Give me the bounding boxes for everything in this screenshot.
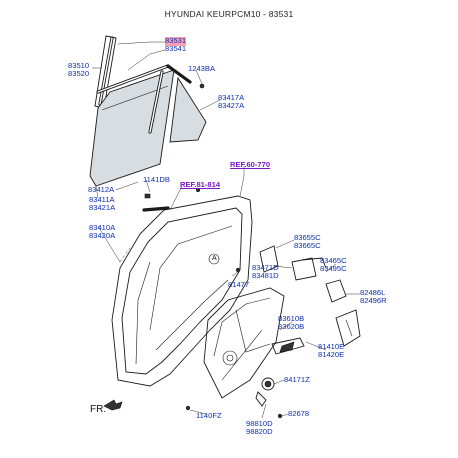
label-83531[interactable]: 83531 [165,36,187,46]
label-83427a[interactable]: 83427A [218,101,245,110]
label-82678[interactable]: 82678 [288,409,310,418]
callout-a-label: A [212,255,217,262]
fasteners [144,187,283,419]
diagram-title: HYUNDAI KEURPCM10 - 83531 [164,9,294,19]
label-1141db[interactable]: 1141DB [143,175,170,184]
window-regulator [203,287,285,399]
label-81420e[interactable]: 81420E [318,350,345,359]
label-83421a[interactable]: 83421A [89,203,116,212]
label-83471d[interactable]: 83471D [252,263,279,272]
label-84171z[interactable]: 84171Z [284,375,310,384]
label-81477[interactable]: 81477 [228,280,250,289]
label-83510[interactable]: 83510 [68,61,90,70]
frame-seal [142,206,170,212]
label-83520[interactable]: 83520 [68,69,90,78]
rear-door-frame [111,195,253,387]
label-83495c[interactable]: 83495C [320,264,347,273]
label-82486l[interactable]: 82486L [360,288,386,297]
front-direction-label: FR. [90,404,107,415]
leader-lines [92,41,360,419]
belt-weatherstrip [96,64,192,94]
label-83420a[interactable]: 83420A [89,231,116,240]
ref-81-814-link[interactable]: REF.81-814 [180,180,221,189]
callout-circle [208,253,220,265]
label-83417a[interactable]: 83417A [218,93,245,102]
label-98810d[interactable]: 98810D [246,419,273,428]
label-83481d[interactable]: 83481D [252,271,279,280]
front-arrow-icon [103,399,123,411]
clip-1243ba [199,83,205,89]
door-hinges [259,245,327,281]
label-83410a[interactable]: 83410A [89,223,116,232]
label-83412a[interactable]: 83412A [88,185,115,194]
ref-60-770-link[interactable]: REF.60-770 [230,160,271,169]
door-latch [325,279,361,347]
label-83411a[interactable]: 83411A [89,195,115,204]
door-glass [89,69,175,187]
label-82496r[interactable]: 82496R [360,296,387,305]
label-98820d[interactable]: 98820D [246,427,273,436]
outside-handle [271,337,305,355]
label-81410e[interactable]: 81410E [318,342,345,351]
label-83541[interactable]: 83541 [165,44,187,53]
label-1243ba[interactable]: 1243BA [188,64,216,73]
quarter-glass [148,70,207,143]
speaker [255,377,275,407]
label-1140fz[interactable]: 1140FZ [196,411,222,420]
label-83610b[interactable]: 83610B [278,314,305,323]
label-83655c[interactable]: 83655C [294,233,321,242]
label-83465c[interactable]: 83465C [320,256,347,265]
label-83620b[interactable]: 83620B [278,322,305,331]
label-83665c[interactable]: 83665C [294,241,321,250]
